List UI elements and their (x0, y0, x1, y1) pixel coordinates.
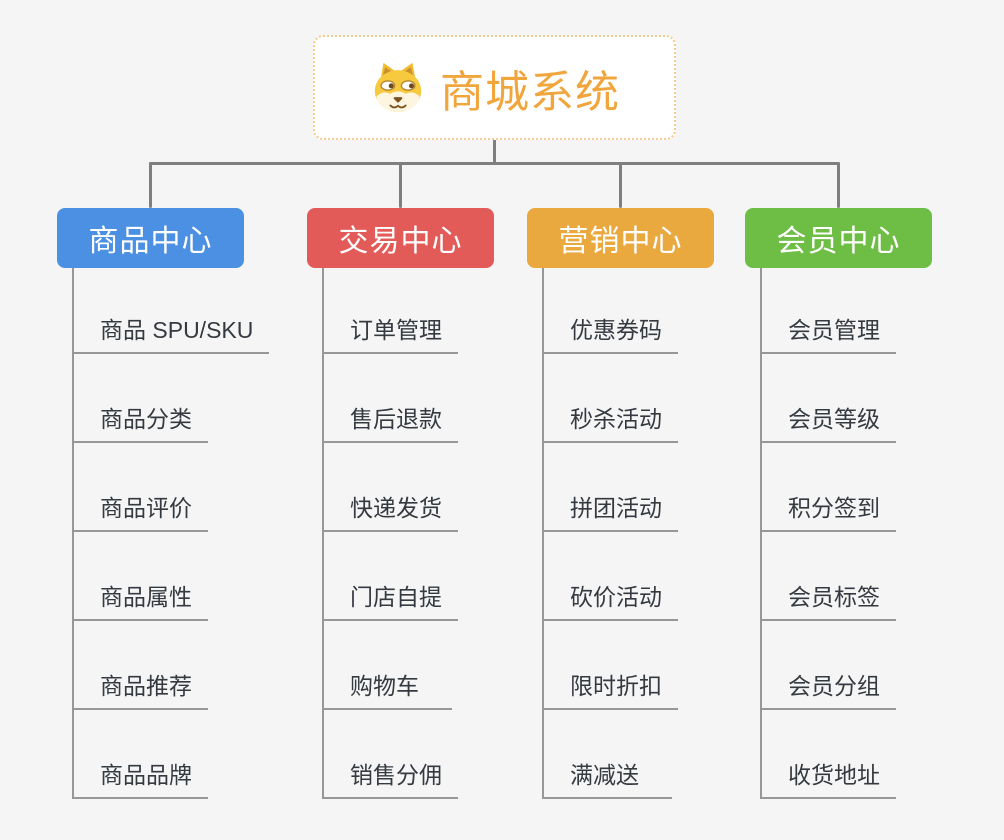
child-node[interactable]: 商品评价 (72, 443, 208, 532)
child-label: 满减送 (570, 762, 639, 788)
children-list: 订单管理售后退款快递发货门店自提购物车销售分佣 (322, 268, 458, 799)
root-label: 商城系统 (440, 67, 620, 117)
connector-drop-trade (399, 162, 402, 208)
child-node[interactable]: 商品 SPU/SKU (72, 268, 270, 354)
child-node[interactable]: 快递发货 (322, 443, 458, 532)
child-node[interactable]: 商品品牌 (72, 710, 208, 799)
child-node[interactable]: 门店自提 (322, 532, 458, 621)
children-list: 优惠券码秒杀活动拼团活动砍价活动限时折扣满减送 (542, 268, 678, 799)
branch-node-0[interactable]: 商品中心 (57, 208, 244, 268)
branch-spine (542, 268, 544, 799)
connector-root-stem (493, 140, 496, 164)
child-node[interactable]: 销售分佣 (322, 710, 458, 799)
children-list: 商品 SPU/SKU 商品分类商品评价商品属性商品推荐商品品牌 (72, 268, 270, 799)
child-node[interactable]: 积分签到 (760, 443, 896, 532)
child-node[interactable]: 购物车 (322, 621, 452, 710)
child-label: 会员分组 (788, 673, 880, 699)
branch-node-3[interactable]: 会员中心 (745, 208, 932, 268)
child-node[interactable]: 会员等级 (760, 354, 896, 443)
child-label: 秒杀活动 (570, 406, 662, 432)
child-label: 积分签到 (788, 495, 880, 521)
branch-spine (760, 268, 762, 799)
child-node[interactable]: 收货地址 (760, 710, 896, 799)
child-node[interactable]: 售后退款 (322, 354, 458, 443)
child-node[interactable]: 会员分组 (760, 621, 896, 710)
shiba-dog-icon (374, 62, 422, 112)
child-label: 门店自提 (350, 584, 442, 610)
child-label: 优惠券码 (570, 317, 662, 343)
branch-column-0: 商品中心商品 SPU/SKU 商品分类商品评价商品属性商品推荐商品品牌 (57, 208, 270, 799)
child-label: 购物车 (350, 673, 419, 699)
child-label: 商品品牌 (100, 762, 192, 788)
connector-drop-marketing (619, 162, 622, 208)
child-node[interactable]: 拼团活动 (542, 443, 678, 532)
branch-column-2: 营销中心优惠券码秒杀活动拼团活动砍价活动限时折扣满减送 (527, 208, 714, 799)
branch-spine (322, 268, 324, 799)
child-label: 商品 SPU/SKU (100, 317, 254, 343)
child-node[interactable]: 会员标签 (760, 532, 896, 621)
child-label: 收货地址 (788, 762, 880, 788)
child-label: 限时折扣 (570, 673, 662, 699)
child-label: 商品属性 (100, 584, 192, 610)
branch-column-1: 交易中心订单管理售后退款快递发货门店自提购物车销售分佣 (307, 208, 494, 799)
connector-bus (149, 162, 840, 165)
child-label: 商品评价 (100, 495, 192, 521)
child-label: 会员管理 (788, 317, 880, 343)
connector-drop-members (837, 162, 840, 208)
branch-spine (72, 268, 74, 799)
child-node[interactable]: 会员管理 (760, 268, 896, 354)
child-label: 会员标签 (788, 584, 880, 610)
root-node[interactable]: 商城系统 (313, 35, 676, 140)
branch-column-3: 会员中心会员管理会员等级积分签到会员标签会员分组收货地址 (745, 208, 932, 799)
children-list: 会员管理会员等级积分签到会员标签会员分组收货地址 (760, 268, 896, 799)
child-node[interactable]: 优惠券码 (542, 268, 678, 354)
child-node[interactable]: 满减送 (542, 710, 672, 799)
branch-node-2[interactable]: 营销中心 (527, 208, 714, 268)
branch-node-1[interactable]: 交易中心 (307, 208, 494, 268)
child-node[interactable]: 商品推荐 (72, 621, 208, 710)
child-node[interactable]: 订单管理 (322, 268, 458, 354)
child-label: 商品分类 (100, 406, 192, 432)
child-label: 订单管理 (350, 317, 442, 343)
child-node[interactable]: 商品属性 (72, 532, 208, 621)
child-node[interactable]: 砍价活动 (542, 532, 678, 621)
child-label: 商品推荐 (100, 673, 192, 699)
child-label: 砍价活动 (570, 584, 662, 610)
child-label: 售后退款 (350, 406, 442, 432)
child-label: 拼团活动 (570, 495, 662, 521)
connector-drop-products (149, 162, 152, 208)
child-node[interactable]: 秒杀活动 (542, 354, 678, 443)
child-node[interactable]: 商品分类 (72, 354, 208, 443)
child-label: 快递发货 (350, 495, 442, 521)
child-node[interactable]: 限时折扣 (542, 621, 678, 710)
child-label: 销售分佣 (350, 762, 442, 788)
child-label: 会员等级 (788, 406, 880, 432)
